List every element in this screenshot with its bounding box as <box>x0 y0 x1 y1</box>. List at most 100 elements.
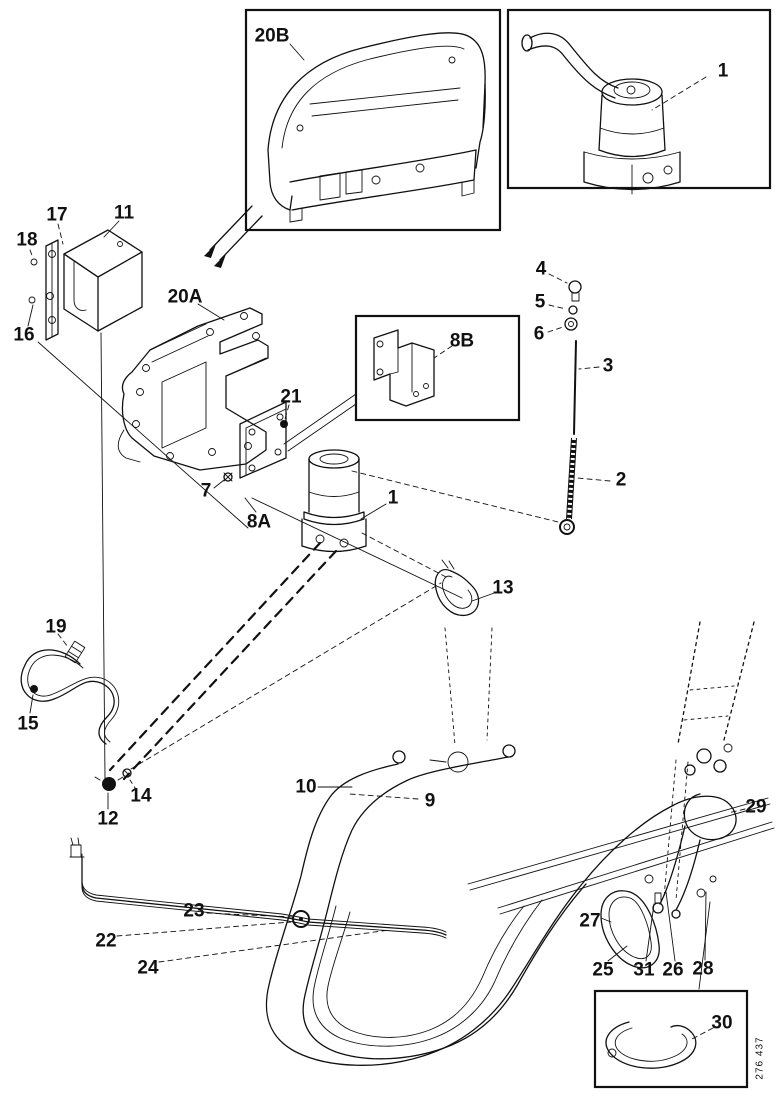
callout-25: 25 <box>592 960 614 981</box>
leader-9 <box>349 793 419 800</box>
leader-21 <box>284 404 290 420</box>
callout-1a: 1 <box>718 61 729 82</box>
fitting-5 <box>568 305 578 315</box>
clamp-22-23 <box>292 910 310 928</box>
harness-node <box>30 685 38 693</box>
callout-26: 26 <box>662 960 683 981</box>
leader-8A <box>244 497 257 513</box>
fitting-4 <box>568 280 582 294</box>
cylinder-rod-phantom <box>663 759 689 901</box>
leader-16 <box>27 304 34 327</box>
leader-20A <box>197 303 225 321</box>
connector-19 <box>64 640 86 664</box>
leader-7 <box>213 479 225 489</box>
clip-26 <box>696 888 706 898</box>
alignment-dashed-sw-2 <box>108 541 322 772</box>
leader-1a <box>651 76 707 111</box>
right-cylinder-assembly <box>467 621 775 990</box>
leader-6 <box>547 326 564 333</box>
bolt-21 <box>280 420 288 428</box>
callout-19: 19 <box>45 617 66 638</box>
rod-and-fittings-assembly <box>547 273 611 535</box>
leader-26 <box>665 891 676 962</box>
callout-10: 10 <box>295 777 316 798</box>
clip-25 <box>644 874 654 884</box>
ground-stud-assembly <box>94 582 442 810</box>
hose-9 <box>302 756 587 1060</box>
leader-1b <box>360 503 387 520</box>
box-top-face <box>63 229 143 278</box>
alignment-dashed-sw-1 <box>122 549 338 781</box>
alignment-pump-to-hook <box>361 532 447 578</box>
tube-assembly <box>69 837 447 963</box>
alignment-pump-to-rod <box>351 470 559 523</box>
callout-2: 2 <box>616 470 627 491</box>
leader-23 <box>206 912 293 918</box>
leader-24 <box>158 929 390 963</box>
leader-2 <box>576 477 611 482</box>
drawing-number: 276 437 <box>755 1036 766 1079</box>
hose-fitting-9 <box>502 744 516 758</box>
bolt-16 <box>28 296 36 304</box>
hose-rails <box>467 797 775 915</box>
callout-8A: 8A <box>247 512 272 533</box>
leader-13 <box>471 591 498 602</box>
leader-19 <box>57 633 69 648</box>
callout-28: 28 <box>692 959 713 980</box>
callout-21: 21 <box>280 387 302 408</box>
arrow-20B-2 <box>219 215 263 261</box>
leader-to-inset-30 <box>698 901 711 990</box>
rod-3 <box>573 340 577 435</box>
leader-4 <box>548 273 568 284</box>
callout-24: 24 <box>137 958 159 979</box>
mounting-frame-20A <box>117 303 269 471</box>
alignment-stud-to-hook <box>130 582 442 770</box>
hook-13 <box>434 559 498 617</box>
callout-20B: 20B <box>255 26 290 47</box>
callout-8B: 8B <box>450 331 474 352</box>
carabiner-27 <box>600 890 660 969</box>
rod-eye <box>559 519 575 535</box>
callout-15: 15 <box>17 714 39 735</box>
hose-bundle <box>265 744 737 1066</box>
leader-22 <box>116 921 292 937</box>
mount-bracket <box>45 239 59 341</box>
callout-14: 14 <box>130 786 152 807</box>
callout-1b: 1 <box>388 488 399 509</box>
leader-30 <box>691 1027 714 1040</box>
fitting-6 <box>564 317 578 331</box>
callout-23: 23 <box>183 901 204 922</box>
callout-9: 9 <box>425 791 436 812</box>
callout-31: 31 <box>633 960 655 981</box>
leader-18 <box>29 249 34 259</box>
bolt-7 <box>223 472 233 482</box>
leader-15 <box>29 694 34 714</box>
callout-30: 30 <box>711 1013 732 1034</box>
callout-17: 17 <box>46 205 67 226</box>
leader-28 <box>704 891 707 961</box>
wiring-harness <box>20 633 120 745</box>
inset-box-clip-30 <box>593 989 749 1089</box>
callout-18: 18 <box>16 230 37 251</box>
callout-4: 4 <box>536 259 547 280</box>
leader-8B <box>433 345 453 359</box>
callout-13: 13 <box>492 578 513 599</box>
callout-7: 7 <box>201 481 212 502</box>
callout-22: 22 <box>95 931 116 952</box>
leader-box-to-stud <box>100 332 106 780</box>
mid-cylinder-phantom <box>429 627 493 773</box>
alignment-line-left <box>37 341 249 529</box>
callout-12: 12 <box>97 809 118 830</box>
callout-20A: 20A <box>168 287 203 308</box>
stud-12 <box>102 777 116 791</box>
callout-11: 11 <box>114 203 135 224</box>
leader-11 <box>103 220 120 238</box>
bolt-14 <box>122 768 132 778</box>
arrow-20B-1 <box>209 205 253 251</box>
callout-6: 6 <box>534 324 545 345</box>
hose-10 <box>265 763 673 1066</box>
inset-box-bracket-8B <box>354 314 521 422</box>
